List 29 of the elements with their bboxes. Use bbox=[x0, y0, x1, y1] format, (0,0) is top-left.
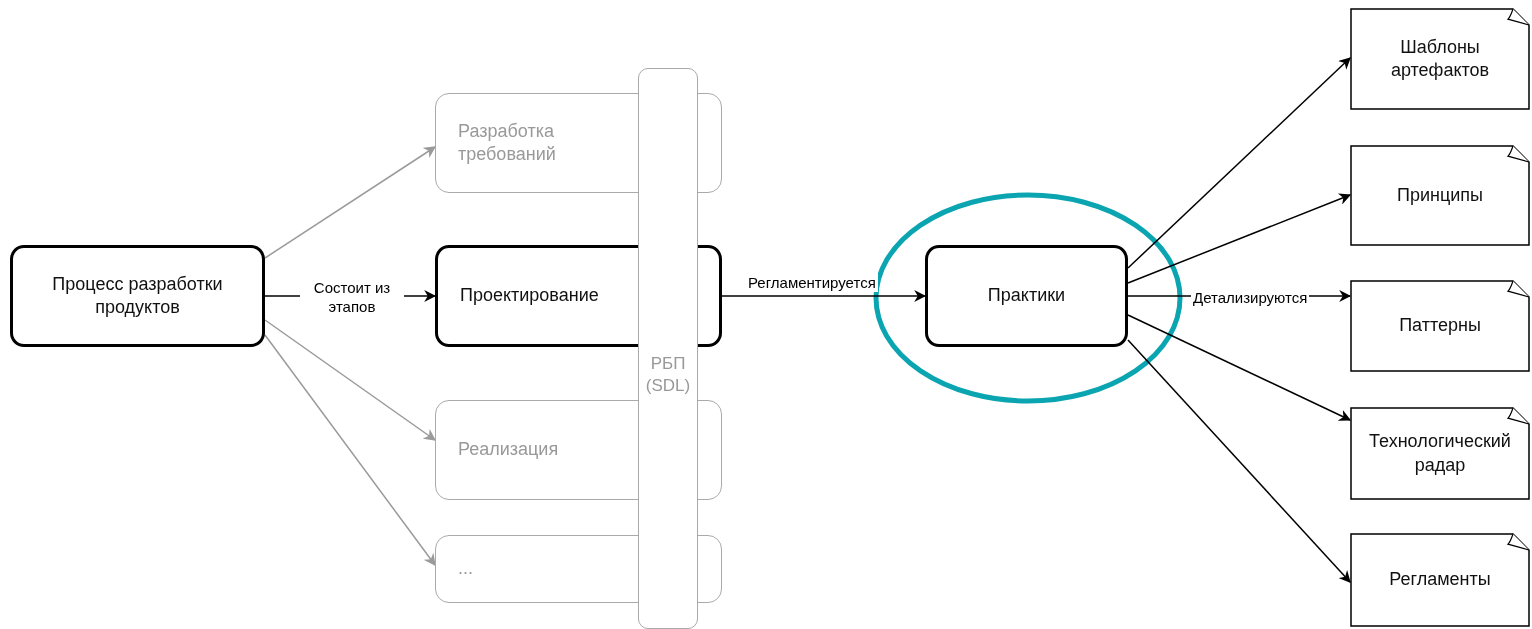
node-text: Паттерны bbox=[1399, 314, 1481, 338]
arrow bbox=[1127, 193, 1352, 284]
document-shape bbox=[1350, 407, 1530, 500]
node-text: Технологический радар bbox=[1368, 430, 1512, 477]
node-text: РБП (SDL) bbox=[644, 353, 692, 398]
arrow bbox=[264, 334, 436, 566]
arrow bbox=[1127, 57, 1351, 269]
vertical-band bbox=[638, 68, 698, 629]
arrow bbox=[1127, 339, 1351, 583]
practice-box bbox=[925, 245, 1128, 347]
document-shape bbox=[1350, 8, 1530, 110]
node-text: Регламенты bbox=[1389, 568, 1491, 592]
node-text: Принципы bbox=[1397, 183, 1483, 207]
node-text: Разработка требований bbox=[458, 119, 557, 166]
arrow bbox=[264, 319, 436, 441]
document-shape bbox=[1350, 533, 1530, 627]
arrow bbox=[721, 290, 927, 302]
node-text: Реализация bbox=[458, 438, 559, 462]
node-text: ... bbox=[458, 557, 473, 581]
node-text: Практики bbox=[987, 284, 1066, 308]
arrow bbox=[264, 146, 436, 259]
node-text: Процесс разработки продуктов bbox=[51, 272, 224, 319]
edge-label: Регламентируется bbox=[746, 273, 878, 293]
arrow bbox=[1127, 314, 1352, 421]
node-text: Шаблоны артефактов bbox=[1389, 35, 1491, 82]
process-box bbox=[10, 245, 265, 347]
node-text: Проектирование bbox=[460, 284, 599, 308]
document-shape bbox=[1350, 280, 1530, 372]
document-shape bbox=[1350, 145, 1530, 246]
